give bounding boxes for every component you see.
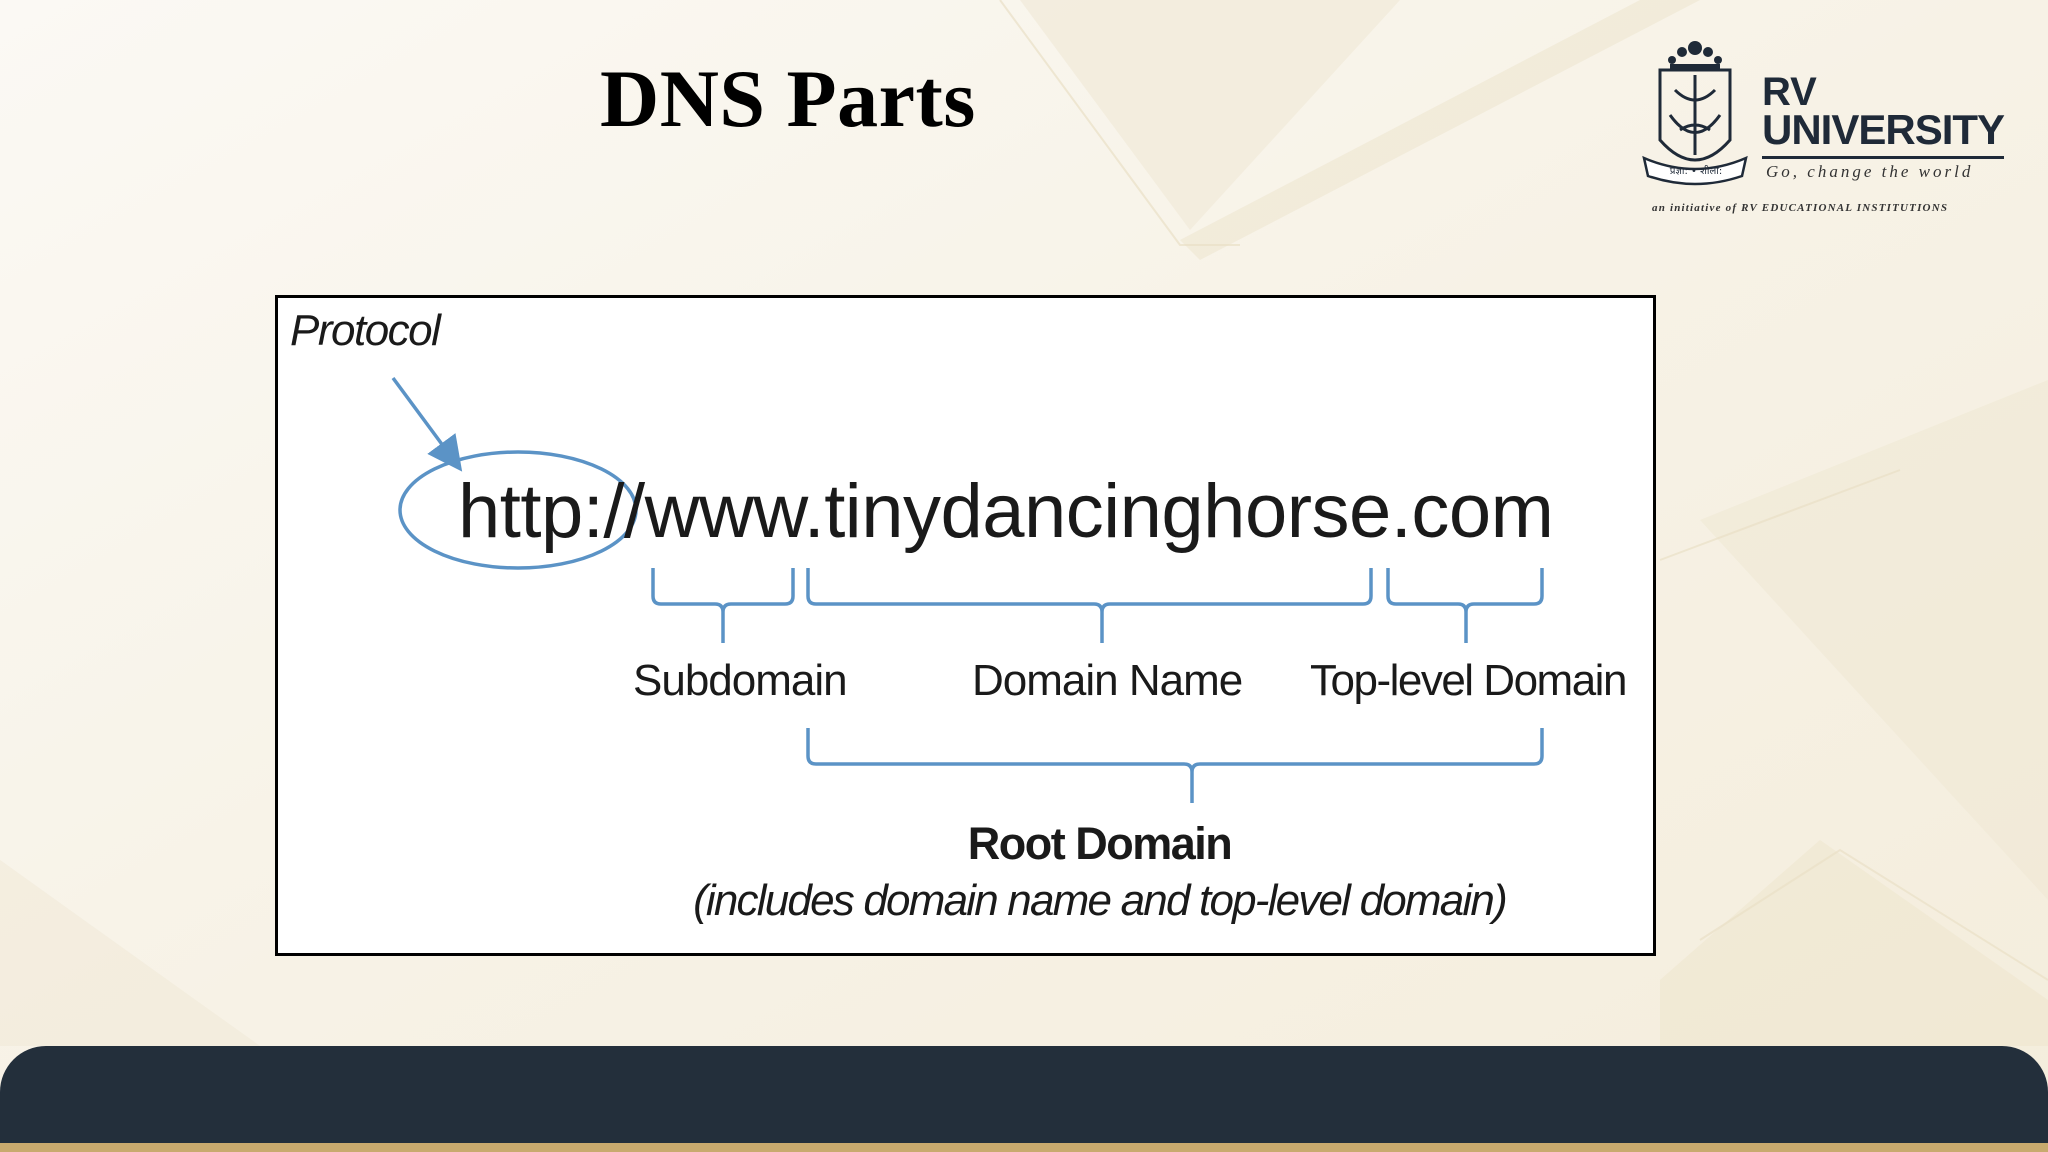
dns-diagram: Protocol http://www.tinydancinghorse.com… xyxy=(275,295,1656,956)
seal-motto: प्रज्ञा: • शीला: xyxy=(1669,166,1723,177)
footer-accent-line xyxy=(0,1143,2048,1152)
domain-name-label: Domain Name xyxy=(972,656,1243,705)
logo-divider xyxy=(1762,156,2004,159)
logo-name-line1: RV xyxy=(1762,70,1817,114)
slide-title: DNS Parts xyxy=(600,53,976,144)
root-domain-label: Root Domain xyxy=(967,818,1233,869)
subdomain-brace xyxy=(651,568,795,643)
tld-label: Top-level Domain xyxy=(1310,656,1627,705)
url-text: http://www.tinydancinghorse.com xyxy=(458,469,1554,554)
root-domain-description: (includes domain name and top-level doma… xyxy=(693,876,1508,925)
logo-tagline: Go, change the world xyxy=(1766,162,1974,181)
logo-initiative: an initiative of RV EDUCATIONAL INSTITUT… xyxy=(1652,202,1949,214)
logo-name-line2: UNIVERSITY xyxy=(1762,106,2005,153)
tld-brace xyxy=(1386,568,1544,643)
root-domain-brace xyxy=(806,728,1544,803)
protocol-arrow xyxy=(391,376,463,472)
domain-name-brace xyxy=(806,568,1373,643)
protocol-ellipse xyxy=(398,450,638,570)
footer-bar xyxy=(0,1046,2048,1152)
protocol-label: Protocol xyxy=(290,306,441,355)
rv-university-logo: प्रज्ञा: • शीला: RV UNIVERSITY Go, chang… xyxy=(1640,30,2020,230)
university-seal-icon xyxy=(1642,41,1748,186)
diagram-annotations xyxy=(391,376,1544,803)
subdomain-label: Subdomain xyxy=(633,656,848,705)
